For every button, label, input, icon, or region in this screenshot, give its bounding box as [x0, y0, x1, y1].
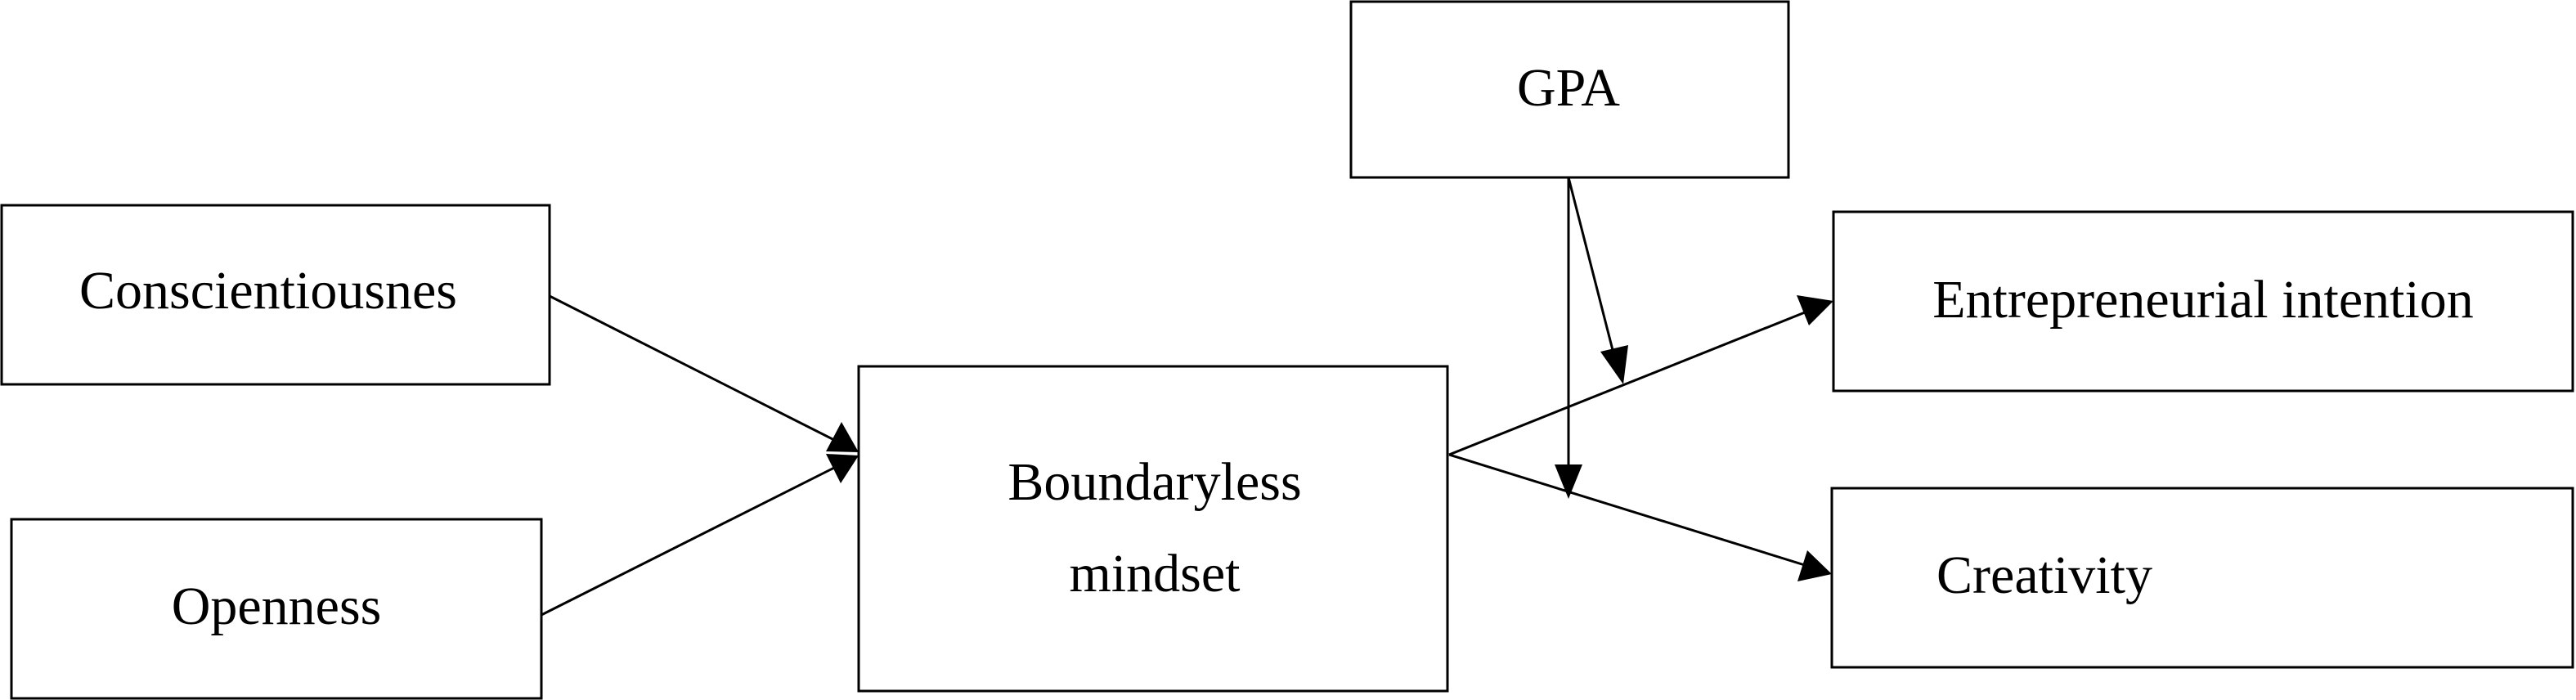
edge-boundaryless-to-entrepreneurial — [1448, 295, 1833, 456]
node-creativity: Creativity — [1830, 487, 2574, 669]
node-openness: Openness — [10, 518, 543, 700]
edge-openness-to-boundaryless — [541, 454, 859, 617]
arrowhead — [826, 422, 859, 452]
node-gpa-label: GPA — [1517, 58, 1620, 118]
arrowhead — [1600, 345, 1628, 384]
node-boundaryless-line2: mindset — [1070, 544, 1241, 604]
node-openness-label: Openness — [172, 577, 382, 636]
node-boundaryless-mindset: Boundaryless mindset — [857, 365, 1449, 693]
node-creativity-label: Creativity — [1936, 545, 2152, 605]
node-conscientiousness-label: Conscientiousnes — [79, 261, 457, 321]
node-boundaryless-line1: Boundaryless — [1008, 452, 1301, 512]
edge-boundaryless-to-creativity — [1448, 453, 1832, 581]
node-entrepreneurial-intention: Entrepreneurial intention — [1832, 210, 2574, 393]
arrowhead — [1797, 295, 1833, 325]
node-conscientiousness: Conscientiousnes — [0, 204, 551, 386]
edge-gpa-moderates-creativity — [1555, 177, 1582, 499]
edge-gpa-moderates-entrepreneurial — [1567, 177, 1628, 384]
arrowhead — [826, 454, 859, 483]
arrowhead — [1555, 464, 1582, 499]
node-entrepreneurial-label: Entrepreneurial intention — [1932, 270, 2474, 330]
arrowhead — [1797, 550, 1832, 581]
node-gpa: GPA — [1349, 0, 1790, 179]
edge-conscientiousness-to-boundaryless — [549, 294, 859, 452]
